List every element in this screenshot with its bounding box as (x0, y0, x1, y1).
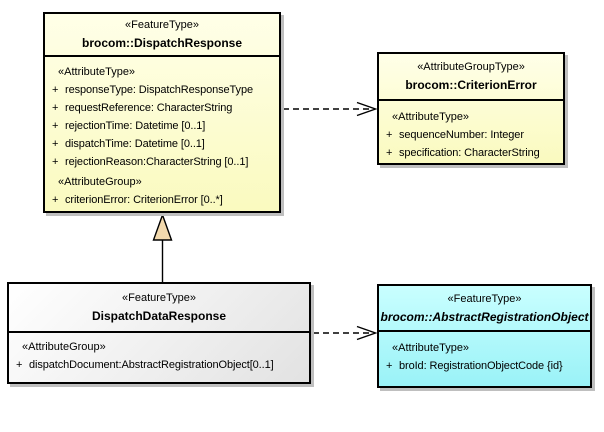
dependency-dispatchresponse-criterionerror[interactable] (283, 101, 378, 117)
class-body: «AttributeType» + responseType: Dispatch… (45, 57, 279, 209)
attribute-text: requestReference: CharacterString (65, 102, 233, 114)
attribute-row: + criterionError: CriterionError [0..*] (45, 191, 279, 209)
class-box-dispatch-data-response[interactable]: «FeatureType» DispatchDataResponse «Attr… (7, 282, 311, 384)
attribute-row: + specification: CharacterString (379, 144, 563, 162)
attribute-text: broId: RegistrationObjectCode {id} (399, 360, 563, 372)
attribute-row: + sequenceNumber: Integer (379, 126, 563, 144)
visibility-marker: + (52, 102, 59, 114)
visibility-marker: + (386, 147, 393, 159)
class-name: brocom::AbstractRegistrationObject (380, 309, 589, 324)
attribute-row: + requestReference: CharacterString (45, 99, 279, 117)
class-header: «FeatureType» brocom::DispatchResponse (45, 14, 279, 57)
class-stereotype: «FeatureType» (122, 292, 196, 304)
class-body: «AttributeGroup» + dispatchDocument:Abst… (9, 333, 309, 374)
visibility-marker: + (52, 156, 59, 168)
visibility-marker: + (386, 129, 393, 141)
group-label: «AttributeType» (392, 111, 470, 123)
visibility-marker: + (52, 194, 59, 206)
class-header: «FeatureType» brocom::AbstractRegistrati… (379, 286, 590, 332)
attribute-text: responseType: DispatchResponseType (65, 84, 253, 96)
group-label: «AttributeType» (58, 66, 136, 78)
attribute-text: rejectionReason:CharacterString [0..1] (65, 156, 249, 168)
attribute-row: + dispatchDocument:AbstractRegistrationO… (9, 356, 309, 374)
group-label: «AttributeGroup» (22, 341, 106, 353)
attribute-row: + rejectionReason:CharacterString [0..1] (45, 153, 279, 171)
class-header: «AttributeGroupType» brocom::CriterionEr… (379, 54, 563, 101)
attribute-text: rejectionTime: Datetime [0..1] (65, 120, 206, 132)
attribute-row: + broId: RegistrationObjectCode {id} (379, 357, 590, 375)
class-name: brocom::DispatchResponse (81, 36, 243, 50)
attribute-row: + rejectionTime: Datetime [0..1] (45, 117, 279, 135)
class-name: DispatchDataResponse (91, 309, 227, 323)
class-stereotype: «AttributeGroupType» (417, 61, 525, 73)
visibility-marker: + (52, 120, 59, 132)
attribute-row: + dispatchTime: Datetime [0..1] (45, 135, 279, 153)
class-header: «FeatureType» DispatchDataResponse (9, 284, 309, 333)
generalization-triangle-icon (152, 212, 173, 241)
group-label: «AttributeType» (392, 342, 470, 354)
visibility-marker: + (52, 84, 59, 96)
class-box-criterion-error[interactable]: «AttributeGroupType» brocom::CriterionEr… (377, 52, 565, 165)
visibility-marker: + (52, 138, 59, 150)
dependency-dispatchdataresponse-abstractregistrationobject[interactable] (313, 325, 378, 341)
visibility-marker: + (16, 359, 23, 371)
attribute-text: dispatchTime: Datetime [0..1] (65, 138, 205, 150)
visibility-marker: + (386, 360, 393, 372)
attribute-text: sequenceNumber: Integer (399, 129, 524, 141)
class-name: brocom::CriterionError (405, 78, 537, 92)
group-label: «AttributeGroup» (58, 176, 142, 188)
attribute-text: criterionError: CriterionError [0..*] (65, 194, 223, 206)
class-box-dispatch-response[interactable]: «FeatureType» brocom::DispatchResponse «… (43, 12, 281, 213)
attribute-text: specification: CharacterString (399, 147, 540, 159)
class-box-abstract-registration-object[interactable]: «FeatureType» brocom::AbstractRegistrati… (377, 284, 592, 388)
class-body: «AttributeType» + sequenceNumber: Intege… (379, 101, 563, 162)
generalization-dispatchdataresponse-dispatchresponse[interactable] (152, 212, 173, 283)
attribute-text: dispatchDocument:AbstractRegistrationObj… (29, 359, 274, 371)
attribute-row: + responseType: DispatchResponseType (45, 81, 279, 99)
class-stereotype: «FeatureType» (447, 292, 522, 305)
class-stereotype: «FeatureType» (125, 19, 199, 31)
class-body: «AttributeType» + broId: RegistrationObj… (379, 332, 590, 375)
